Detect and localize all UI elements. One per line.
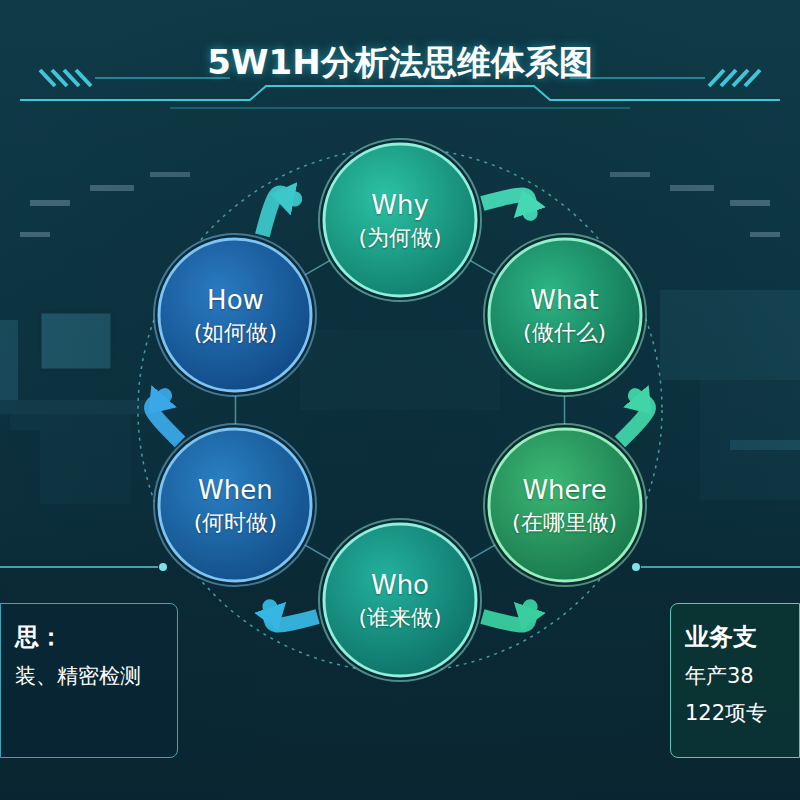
circle-heading: Why	[371, 188, 429, 223]
circle-fill	[489, 239, 641, 391]
circle-shape	[487, 237, 643, 393]
question-circle: Where(在哪里做)	[487, 427, 643, 583]
circle-subtext: (为何做)	[358, 223, 441, 253]
circle-text-group: How(如何做)	[194, 283, 277, 348]
circle-subtext: (在哪里做)	[512, 508, 617, 538]
circle-shape	[322, 522, 478, 678]
circle-text-group: What(做什么)	[523, 283, 606, 348]
frame-line	[20, 86, 780, 100]
circle-outer-ring	[154, 424, 316, 586]
circle-outer-ring	[319, 139, 481, 301]
info-panel: 思： 装、精密检测	[0, 603, 178, 758]
leader-line	[0, 566, 158, 568]
question-circle: When(何时做)	[157, 427, 313, 583]
flow-arrow	[152, 396, 180, 442]
diagram-title: 5W1H分析法思维体系图	[0, 40, 800, 86]
circle-shape	[487, 427, 643, 583]
circle-subtext: (何时做)	[194, 508, 277, 538]
flow-arrow	[270, 607, 318, 625]
frame-line	[170, 108, 630, 109]
circle-shape	[322, 142, 478, 298]
circle-text-group: Why(为何做)	[358, 188, 441, 253]
question-circle: What(做什么)	[487, 237, 643, 393]
circle-subtext: (谁来做)	[358, 603, 441, 633]
circle-shape	[157, 427, 313, 583]
circle-outer-ring	[319, 519, 481, 681]
circle-fill	[324, 524, 476, 676]
panel-text: 122项专	[685, 700, 787, 727]
circle-text-group: When(何时做)	[194, 473, 277, 538]
flow-arrow	[620, 396, 648, 442]
info-panel: 业务支年产38 122项专	[670, 603, 800, 758]
panel-heading: 思：	[15, 622, 165, 653]
flow-arrow	[482, 607, 530, 625]
panel-text: 装、精密检测	[15, 663, 165, 690]
stripes	[709, 70, 760, 86]
circle-heading: What	[530, 283, 598, 318]
panel-heading: 业务支	[685, 622, 787, 653]
circle-heading: Where	[522, 473, 606, 508]
circle-outer-ring	[484, 424, 646, 586]
question-circle: How(如何做)	[157, 237, 313, 393]
circle-shape	[157, 237, 313, 393]
circle-outer-ring	[484, 234, 646, 396]
leader-dot	[159, 563, 167, 571]
circle-heading: How	[207, 283, 264, 318]
panel-text: 年产38	[685, 663, 787, 690]
flow-arrow	[482, 195, 530, 213]
stripes	[40, 70, 91, 86]
circle-fill	[324, 144, 476, 296]
question-circle: Why(为何做)	[322, 142, 478, 298]
circle-heading: Who	[371, 568, 429, 603]
dashed-ring	[138, 148, 662, 672]
circle-text-group: Where(在哪里做)	[512, 473, 617, 538]
question-circle: Who(谁来做)	[322, 522, 478, 678]
circle-outer-ring	[154, 234, 316, 396]
circle-subtext: (做什么)	[523, 318, 606, 348]
circle-heading: When	[198, 473, 273, 508]
circle-fill	[159, 239, 311, 391]
circle-subtext: (如何做)	[194, 318, 277, 348]
leader-dot	[632, 563, 640, 571]
circle-text-group: Who(谁来做)	[358, 568, 441, 633]
leader-line	[641, 566, 800, 568]
circle-fill	[489, 429, 641, 581]
circle-fill	[159, 429, 311, 581]
flow-arrow	[262, 193, 294, 235]
